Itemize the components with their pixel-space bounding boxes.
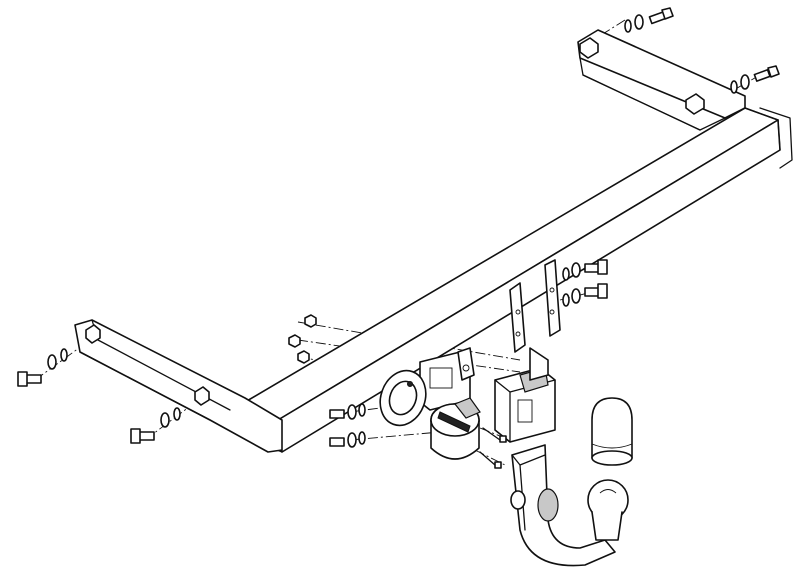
bolt-icon bbox=[329, 403, 366, 420]
bolt-icon bbox=[562, 259, 608, 281]
ball-receiver bbox=[494, 347, 556, 443]
bracket-nut-icon bbox=[685, 93, 705, 115]
right-mounting-bracket bbox=[577, 29, 746, 131]
bolt-icon bbox=[624, 7, 674, 33]
bracket-nut-icon bbox=[85, 324, 101, 344]
tow-ball-cap-icon bbox=[591, 397, 633, 466]
electrical-socket-icon bbox=[430, 397, 481, 460]
bolt-icon bbox=[130, 407, 181, 444]
bracket-nut-icon bbox=[579, 37, 599, 59]
fasteners bbox=[17, 7, 780, 469]
bolt-icon bbox=[562, 283, 608, 307]
screw-icon bbox=[479, 427, 507, 469]
bolt-icon bbox=[730, 65, 780, 94]
left-mounting-bracket bbox=[74, 319, 283, 453]
bolt-icon bbox=[17, 348, 68, 387]
detachable-tow-ball bbox=[510, 444, 629, 567]
bolt-icon bbox=[329, 431, 366, 448]
socket-ring-plate bbox=[379, 369, 427, 427]
center-fin-brackets bbox=[509, 259, 561, 353]
nut-icon bbox=[288, 314, 317, 364]
bracket-nut-icon bbox=[194, 386, 210, 406]
release-knob-icon bbox=[510, 490, 526, 510]
